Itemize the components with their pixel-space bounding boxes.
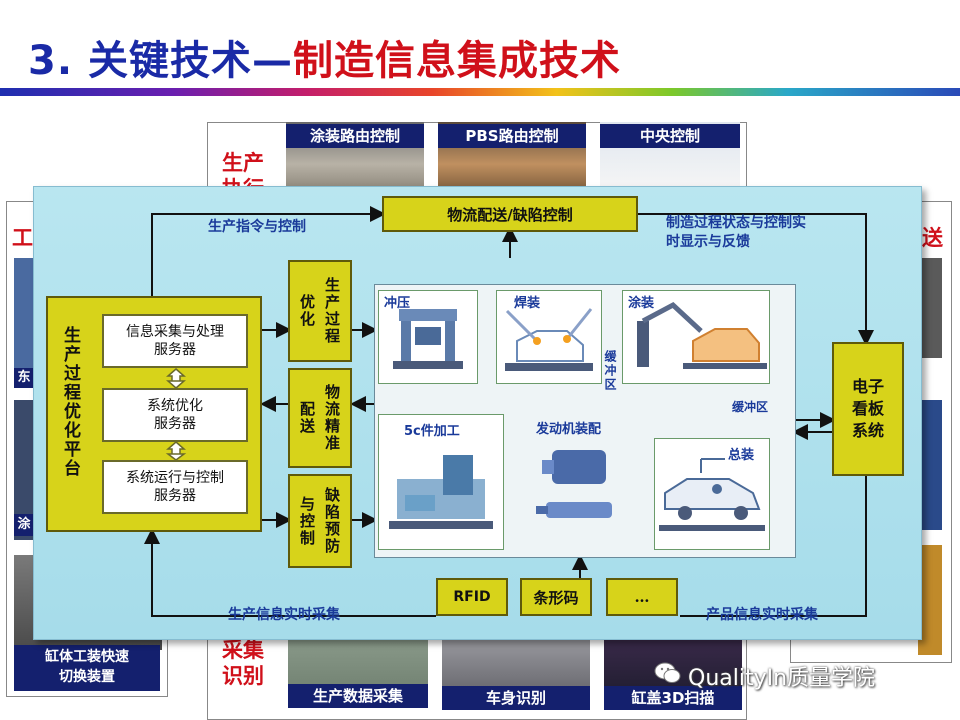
watermark-icon — [654, 660, 682, 686]
label-process-status-line2: 时显示与反馈 — [666, 233, 806, 252]
electronic-board: 电子看板系统 — [832, 342, 904, 476]
box-process-left: 优化 — [297, 294, 318, 328]
welding-robot-icon — [497, 291, 601, 383]
label-stamping: 冲压 — [384, 292, 410, 311]
server-info-line1: 信息采集与处理 — [126, 323, 224, 341]
box-logistics: 配送 物流精准 — [288, 368, 352, 468]
label-machining: 5c件加工 — [404, 420, 460, 439]
label-production-command: 生产指令与控制 — [208, 216, 306, 236]
board-label: 电子看板系统 — [848, 376, 888, 442]
label-production-info: 生产信息实时采集 — [228, 604, 340, 624]
box-process-optimize: 优化 生产过程 — [288, 260, 352, 362]
label-final-assembly: 总装 — [728, 444, 754, 463]
stage-welding — [496, 290, 602, 384]
label-welding: 焊装 — [514, 292, 540, 311]
box-logistics-left: 配送 — [297, 401, 318, 435]
wechat-icon — [654, 660, 682, 686]
platform-label: 生产过程优化平台 — [58, 326, 83, 516]
server-info-collect: 信息采集与处理 服务器 — [102, 314, 248, 368]
watermark-text: QualityIn质量学院 — [688, 660, 875, 692]
box-logistics-right: 物流精准 — [322, 384, 343, 452]
server-info-line2: 服务器 — [154, 341, 196, 359]
label-buffer-1: 缓冲区 — [602, 350, 619, 392]
box-logistics-defect-control: 物流配送/缺陷控制 — [382, 196, 638, 232]
box-defect-left: 与控制 — [297, 496, 318, 547]
box-process-right: 生产过程 — [322, 277, 343, 345]
label-process-status: 制造过程状态与控制实 时显示与反馈 — [666, 214, 806, 252]
box-defect-prevention: 与控制 缺陷预防 — [288, 474, 352, 568]
label-product-info: 产品信息实时采集 — [706, 604, 818, 624]
stage-engine — [522, 440, 634, 540]
label-painting: 涂装 — [628, 292, 654, 311]
engine-icon — [522, 440, 634, 540]
box-defect-right: 缺陷预防 — [322, 487, 343, 555]
label-engine: 发动机装配 — [536, 418, 601, 437]
collector-more: … — [606, 578, 678, 616]
server-link-arrows — [156, 366, 196, 496]
label-buffer-2: 缓冲区 — [732, 398, 768, 415]
collector-barcode: 条形码 — [520, 578, 592, 616]
collector-rfid: RFID — [436, 578, 508, 616]
label-process-status-line1: 制造过程状态与控制实 — [666, 214, 806, 233]
